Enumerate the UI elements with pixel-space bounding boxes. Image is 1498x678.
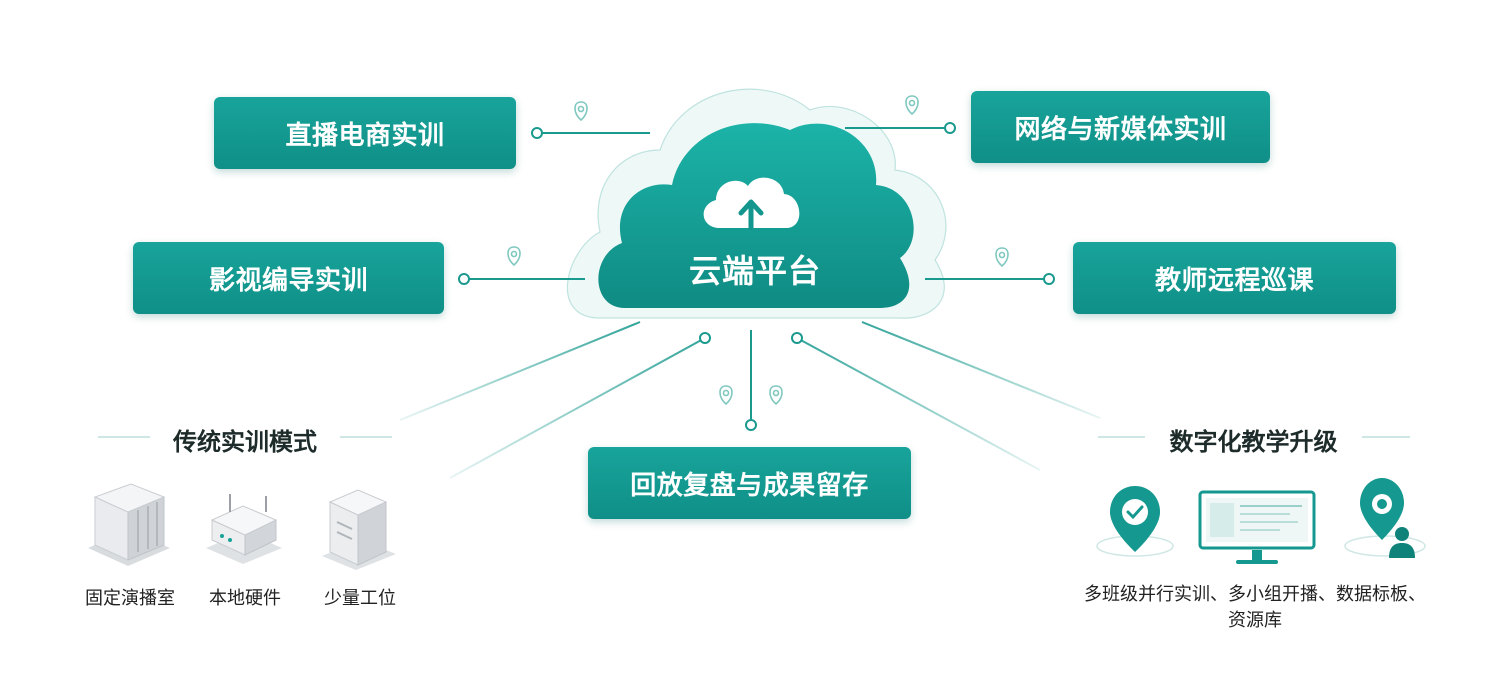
node-film-direction: 影视编导实训: [133, 242, 444, 314]
digital-description-line-1: 多班级并行实训、多小组开播、数据标板、: [1084, 584, 1426, 605]
user-settings-icon: [1344, 478, 1426, 558]
digital-section-title: 数字化教学升级: [1169, 428, 1338, 456]
digital-description: 多班级并行实训、多小组开播、数据标板、 资源库: [1070, 582, 1440, 634]
traditional-section-title: 传统实训模式: [173, 428, 317, 456]
location-check-icon: [1096, 486, 1174, 557]
studio-building-icon: [88, 483, 170, 566]
digital-description-line-2: 资源库: [1228, 610, 1282, 631]
cloud-upload-icon: [703, 177, 800, 231]
node-network-media: 网络与新媒体实训: [971, 91, 1270, 163]
node-teacher-inspection-label: 教师远程巡课: [1154, 265, 1314, 296]
connector-diag-left-outer: [399, 321, 641, 421]
traditional-item-studio: 固定演播室: [85, 588, 175, 609]
node-teacher-inspection: 教师远程巡课: [1073, 242, 1396, 314]
decorative-pin-icons: [507, 95, 1009, 406]
node-network-media-label: 网络与新媒体实训: [1014, 114, 1227, 145]
node-replay-results: 回放复盘与成果留存: [588, 447, 911, 519]
traditional-item-workstation: 少量工位: [324, 588, 396, 609]
connector-diag-left-inner: [449, 337, 706, 479]
node-film-direction-label: 影视编导实训: [208, 265, 368, 296]
connector-diag-right-inner: [796, 337, 1041, 471]
node-live-ecommerce-label: 直播电商实训: [285, 120, 445, 151]
node-live-ecommerce: 直播电商实训: [214, 97, 516, 169]
dashboard-monitor-icon: [1198, 490, 1316, 564]
workstation-cabinet-icon: [322, 489, 396, 570]
cloud-platform-title: 云端平台: [688, 252, 821, 290]
connector-diag-right-outer: [861, 321, 1101, 419]
traditional-item-hardware: 本地硬件: [209, 588, 281, 609]
node-replay-results-label: 回放复盘与成果留存: [630, 470, 869, 501]
router-hardware-icon: [206, 494, 282, 564]
